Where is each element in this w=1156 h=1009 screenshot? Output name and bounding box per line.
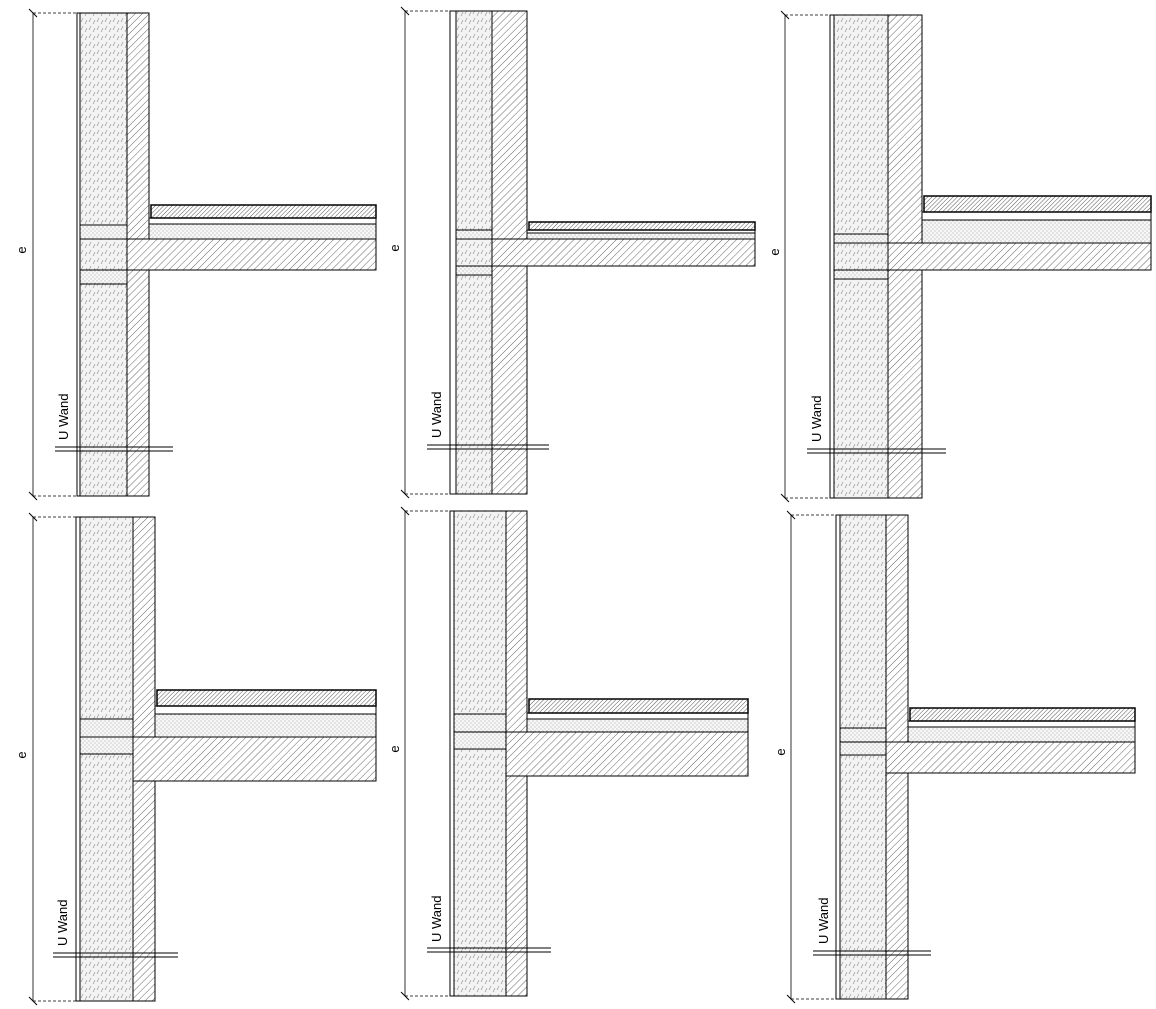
- section-cut-mark: [427, 947, 551, 953]
- wall-detail-3: e U Wand: [767, 10, 1152, 503]
- wall-label: U Wand: [55, 900, 70, 946]
- dimension-label: e: [387, 244, 402, 251]
- dimension-line: [780, 10, 832, 503]
- dimension-line: [28, 512, 80, 1006]
- dimension-label: e: [767, 248, 782, 255]
- slab-junction: [79, 204, 377, 285]
- section-cut-mark: [53, 952, 178, 958]
- dimension-label: e: [14, 751, 29, 758]
- section-cut-mark: [813, 950, 931, 956]
- wall-detail-1: e U Wand: [14, 8, 377, 501]
- slab-junction: [839, 707, 1136, 774]
- dimension-label: e: [14, 246, 29, 253]
- dimension-line: [28, 8, 80, 501]
- section-cut-mark: [55, 446, 173, 452]
- wall-label: U Wand: [816, 898, 831, 944]
- wall-detail-2: e U Wand: [387, 6, 756, 499]
- wall-detail-5: e U Wand: [387, 506, 749, 1001]
- slab-junction: [455, 221, 756, 276]
- section-cut-mark: [427, 444, 549, 450]
- wall-label: U Wand: [809, 396, 824, 442]
- wall-detail-4: e U Wand: [14, 512, 377, 1006]
- dimension-line: [400, 6, 452, 499]
- dimension-line: [400, 506, 452, 1001]
- wall-label: U Wand: [429, 896, 444, 942]
- dimension-label: e: [387, 745, 402, 752]
- section-cut-mark: [807, 448, 946, 454]
- dimension-line: [786, 510, 838, 1004]
- slab-junction: [453, 698, 749, 777]
- wall-detail-6: e U Wand: [773, 510, 1136, 1004]
- slab-junction: [833, 195, 1152, 280]
- exterior-wall: [449, 10, 528, 495]
- slab-junction: [79, 689, 377, 782]
- dimension-label: e: [773, 748, 788, 755]
- wall-label: U Wand: [56, 394, 71, 440]
- wall-label: U Wand: [429, 392, 444, 438]
